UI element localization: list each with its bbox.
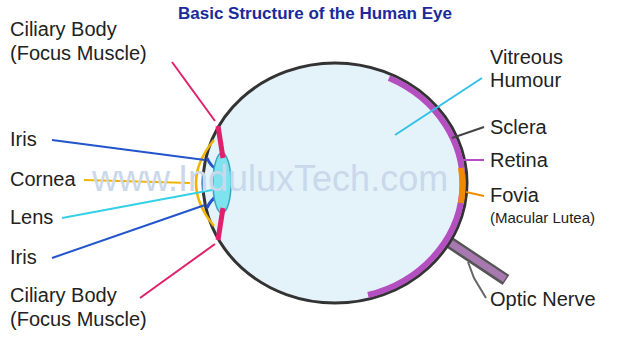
part-label: Iris [10,128,37,151]
leader-line [172,62,215,121]
leader-line [395,78,482,135]
leader-line [452,127,484,138]
part-label: Retina [490,149,548,172]
part-label: Optic Nerve [490,288,596,311]
leader-line [466,192,484,196]
leader-line [52,140,205,160]
part-sublabel: (Macular Lutea) [490,209,595,226]
leader-line [140,244,215,298]
part-label: Iris [10,246,37,269]
part-label: Ciliary Body [10,284,117,307]
part-label: Vitreous Humour [490,46,602,92]
part-label: Fovia [490,184,539,207]
part-label: Lens [10,206,53,229]
ciliary-body-upper [218,126,223,158]
leader-line [463,159,484,161]
part-sublabel: (Focus Muscle) [10,308,147,331]
leader-line [52,205,205,258]
leader-line [468,262,486,298]
part-label: Cornea [10,168,76,191]
part-sublabel: (Focus Muscle) [10,42,147,65]
fovea-spot [461,168,462,203]
leader-lines [52,62,486,298]
part-label: Ciliary Body [10,18,117,41]
part-label: Sclera [490,116,547,139]
ciliary-body-lower [218,208,223,240]
watermark: www.InduluxTech.com [92,158,448,199]
